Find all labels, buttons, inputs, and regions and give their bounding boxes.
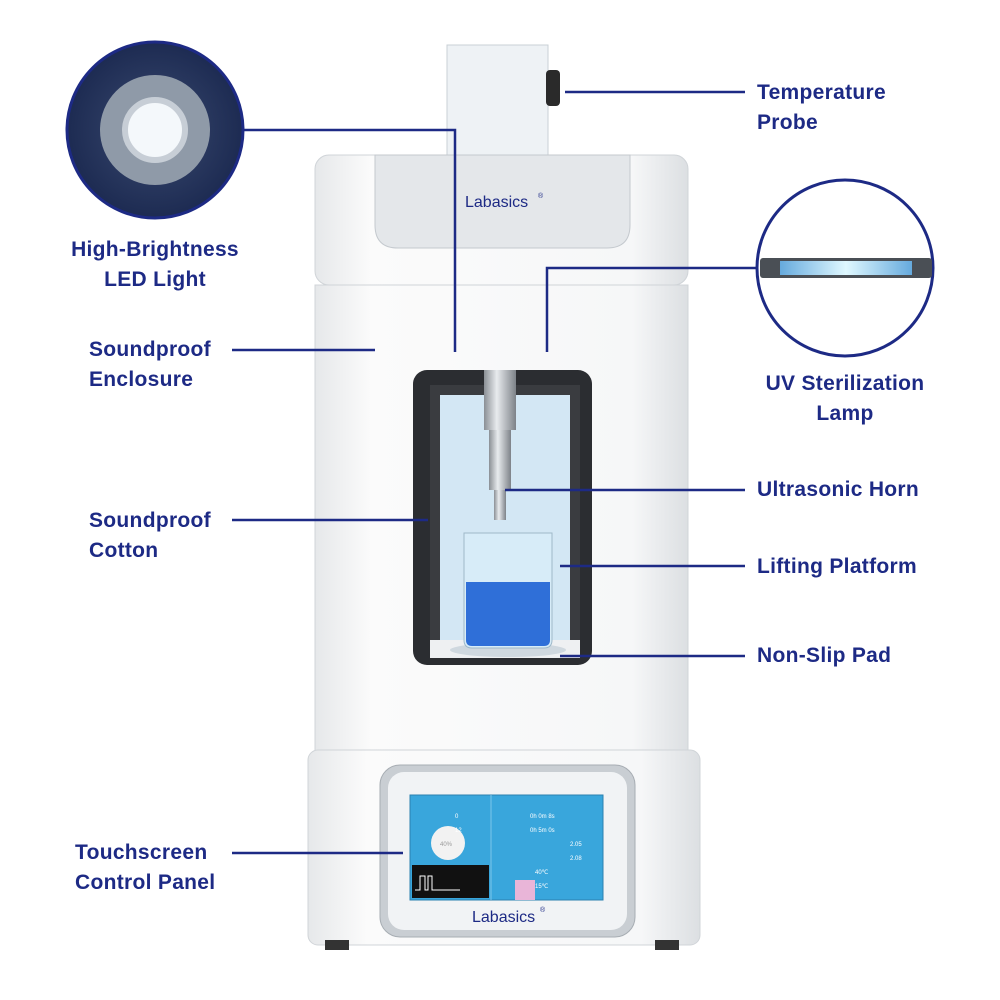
label-line: Enclosure xyxy=(89,368,194,391)
label-line: High-Brightness xyxy=(71,238,239,261)
led-light-inset xyxy=(65,40,245,220)
screen-value: 2.05 xyxy=(570,842,582,848)
panel-brand: Labasics xyxy=(472,909,535,926)
label-line: Soundproof xyxy=(89,338,211,361)
label-line: Cotton xyxy=(89,539,159,562)
panel-brand-mark: ® xyxy=(540,906,546,914)
ultrasonic-horn xyxy=(484,370,516,430)
temperature-probe-icon xyxy=(546,70,560,106)
label-horn: Ultrasonic Horn xyxy=(757,478,920,501)
screen-value: 40℃ xyxy=(535,870,549,876)
label-line: Touchscreen xyxy=(75,841,208,864)
uv-lamp-inset xyxy=(755,178,935,358)
label-line: Lamp xyxy=(816,402,874,425)
label-line: LED Light xyxy=(104,268,206,291)
label-line: UV Sterilization xyxy=(765,372,925,395)
label-line: Temperature xyxy=(757,81,886,104)
screen-value: 12 xyxy=(455,828,462,834)
label-pad: Non-Slip Pad xyxy=(757,644,892,667)
top-cylinder xyxy=(446,44,549,161)
hood-brand: Labasics xyxy=(465,194,528,211)
screen-value: 15℃ xyxy=(535,884,549,890)
label-platform: Lifting Platform xyxy=(757,555,917,578)
screen-value: 0h 5m 0s xyxy=(530,828,555,834)
screen-value: 2.08 xyxy=(570,856,582,862)
hood-brand-mark: ® xyxy=(538,192,544,200)
leader-lines xyxy=(232,90,757,855)
label-line: Probe xyxy=(757,111,819,134)
screen-value: 0 xyxy=(455,814,459,820)
label-line: Soundproof xyxy=(89,509,211,532)
screen-value: 0h 0m 8s xyxy=(530,814,555,820)
liquid xyxy=(466,582,550,646)
screen-power: 40% xyxy=(440,842,453,848)
label-line: Control Panel xyxy=(75,871,216,894)
